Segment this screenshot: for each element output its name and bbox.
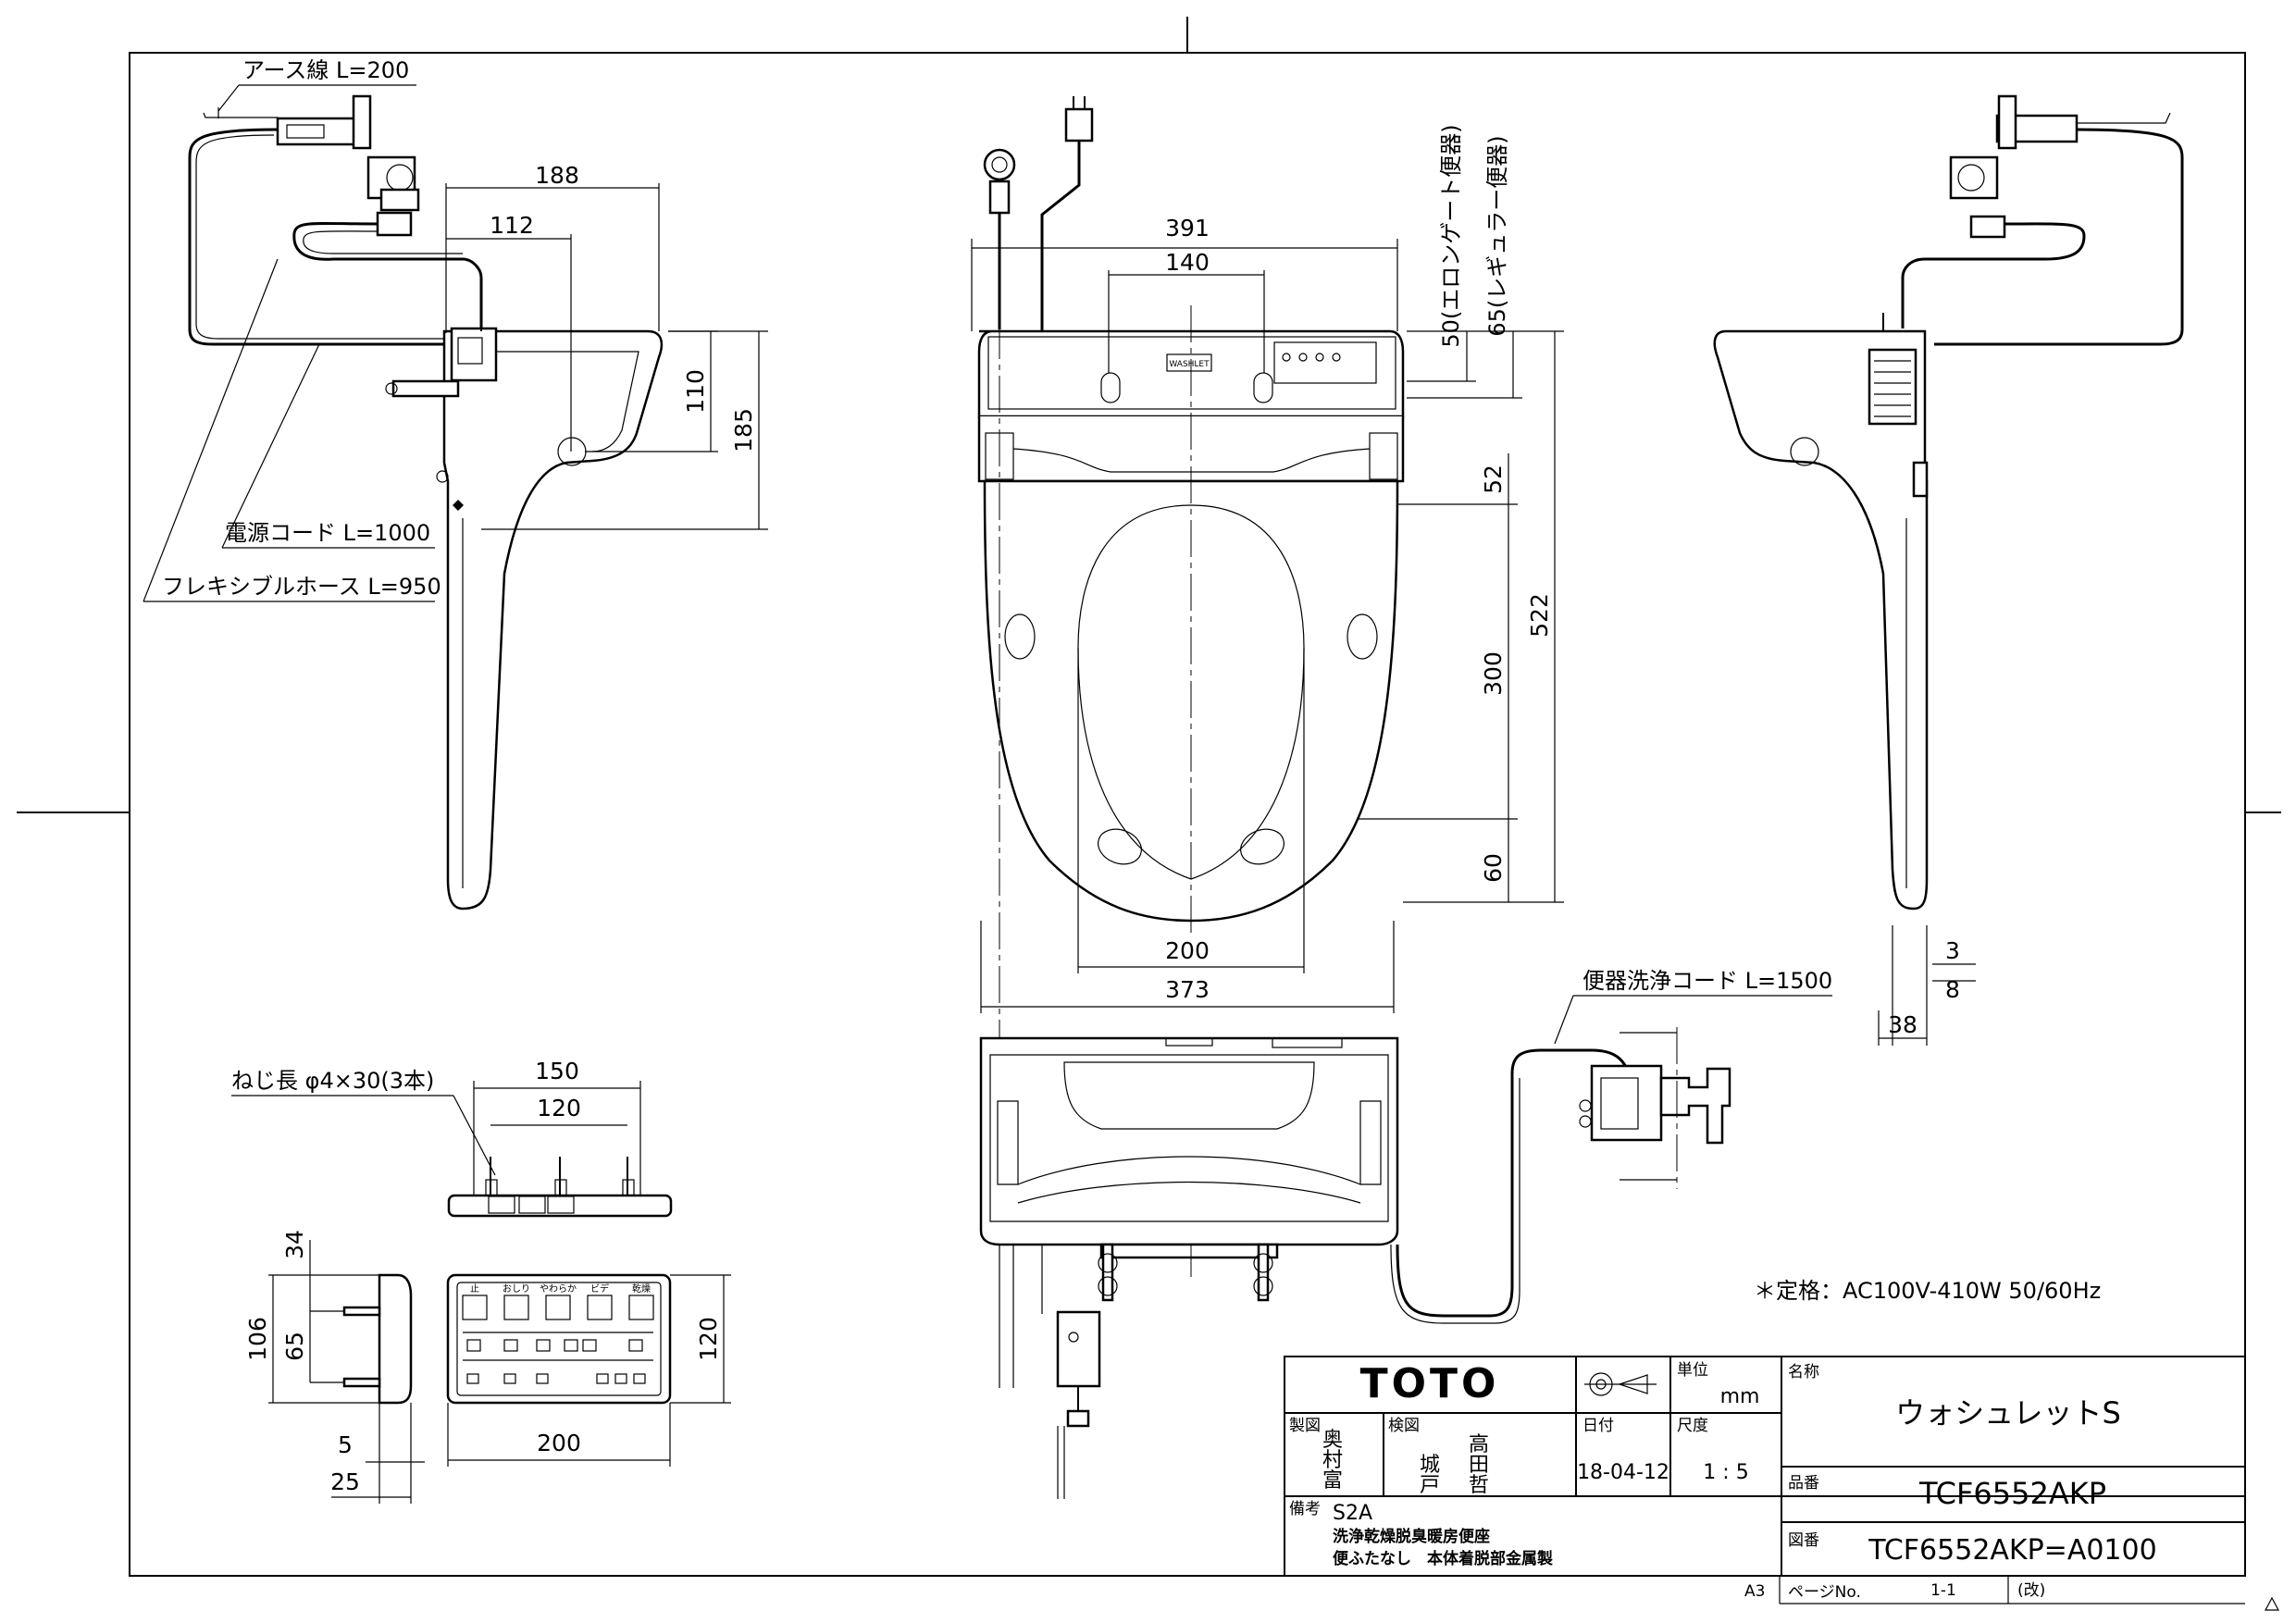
right-side-view (1713, 94, 2184, 911)
toto-logo: TOTO (1360, 1360, 1500, 1407)
dim-188: 188 (535, 162, 579, 189)
page-label: ページNo. (1788, 1583, 1861, 1602)
left-dimensions: 188 112 110 185 (445, 162, 768, 530)
scale-value: 1 : 5 (1703, 1461, 1748, 1484)
drawn-by-3: 富 (1322, 1469, 1343, 1493)
corner-triangle (2264, 1596, 2280, 1611)
unit-label: 単位 (1677, 1361, 1708, 1380)
dim-200: 200 (1165, 937, 1210, 964)
power-cord-label: 電源コード L=1000 (225, 520, 430, 546)
dim-110: 110 (682, 369, 709, 414)
revision: (改) (2017, 1581, 2045, 1600)
dim-200-remote: 200 (537, 1430, 581, 1456)
remote-button-row: 止 おしり やわらか ビデ 乾燥 (462, 1282, 654, 1320)
flexible-hose-label: フレキシブルホース L=950 (162, 574, 441, 600)
flush-cord-assembly: 便器洗浄コード L=1500 (1390, 968, 1832, 1324)
checked-by-2: 城 (1420, 1454, 1440, 1477)
front-elevation (979, 1036, 1399, 1499)
remote-side-view: 34 106 65 5 25 (244, 1230, 425, 1504)
drawn-by-2: 村 (1322, 1449, 1343, 1472)
front-view: WASHLET (977, 96, 1405, 1388)
page-number: 1-1 (1930, 1581, 1956, 1600)
washlet-mark: WASHLET (1169, 360, 1210, 369)
remarks-line-2: 洗浄乾燥脱臭暖房便座 (1333, 1527, 1490, 1546)
dim-5: 5 (338, 1431, 353, 1458)
checked-by-4: 戸 (1420, 1474, 1440, 1497)
part-number: TCF6552AKP (1918, 1476, 2106, 1511)
dim-522: 522 (1526, 593, 1553, 638)
dim-112: 112 (490, 212, 534, 239)
rating-text: ＊定格：AC100V-410W 50/60Hz (1754, 1278, 2101, 1304)
remote-btn-dry: 乾燥 (632, 1282, 651, 1295)
dim-150: 150 (535, 1058, 579, 1084)
dim-34: 34 (281, 1230, 308, 1259)
checked-by-5: 哲 (1469, 1474, 1489, 1497)
remote-bracket: ねじ長 φ4×30(3本) 150 120 (231, 1058, 673, 1218)
checked-by-1: 高 (1469, 1433, 1489, 1456)
checked-label: 検図 (1388, 1417, 1420, 1435)
dim-8: 8 (1945, 976, 1960, 1003)
dim-140: 140 (1165, 249, 1210, 276)
flush-cord-label: 便器洗浄コード L=1500 (1582, 968, 1832, 994)
drawn-label: 製図 (1289, 1417, 1321, 1435)
remote-front-view: 止 おしり やわらか ビデ 乾燥 120 200 (446, 1273, 731, 1467)
projection-symbol (1584, 1372, 1657, 1396)
remarks-line-1: S2A (1333, 1502, 1372, 1525)
dim-25: 25 (330, 1468, 360, 1495)
dim-300: 300 (1480, 651, 1507, 696)
dim-120-remote: 120 (695, 1317, 722, 1361)
dim-185: 185 (730, 408, 757, 452)
right-dimensions: 3 8 38 (1878, 925, 1976, 1046)
remarks-label: 備考 (1289, 1500, 1321, 1518)
unit-value: mm (1720, 1385, 1760, 1408)
dim-3: 3 (1945, 937, 1960, 964)
date-label: 日付 (1582, 1417, 1614, 1435)
drawing-number: TCF6552AKP=A0100 (1868, 1534, 2156, 1567)
name-label: 名称 (1788, 1363, 1819, 1381)
date-value: 18-04-12 (1577, 1461, 1669, 1484)
elongated-note: 50(エロンゲート便器) (1438, 124, 1464, 347)
product-name: ウォシュレットS (1895, 1395, 2121, 1431)
dim-391: 391 (1165, 215, 1210, 242)
earth-wire-label: アース線 L=200 (242, 57, 409, 83)
regular-note: 65(レギュラー便器) (1484, 135, 1510, 336)
drawn-by-1: 奥 (1322, 1429, 1343, 1452)
dim-60: 60 (1480, 853, 1507, 883)
checked-by-3: 田 (1469, 1454, 1489, 1477)
sheet-size: A3 (1744, 1582, 1765, 1601)
remarks-line-3: 便ふたなし 本体着脱部金属製 (1333, 1549, 1553, 1568)
remote-btn-yawaraka: やわらか (540, 1283, 577, 1295)
left-labels: アース線 L=200 電源コード L=1000 フレキシブルホース L=950 (143, 57, 441, 602)
part-label: 品番 (1788, 1474, 1819, 1493)
dim-52: 52 (1480, 465, 1507, 494)
front-dimensions: 391 140 50(エロンゲート便器) 65(レギュラー便器) 52 522 … (971, 124, 1564, 1013)
remote-btn-oshiri: おしり (503, 1283, 530, 1295)
title-block: TOTO 単位 mm 名称 ウォシュレットS 製図 奥 村 富 検図 高 城 田… (1284, 1356, 2246, 1604)
dim-38: 38 (1888, 1011, 1917, 1038)
scale-label: 尺度 (1677, 1417, 1708, 1435)
left-side-view (188, 94, 664, 911)
dim-65: 65 (281, 1332, 308, 1361)
remote-btn-bidet: ビデ (590, 1282, 609, 1295)
remote-btn-stop: 止 (470, 1283, 479, 1295)
drawing-label: 図番 (1788, 1531, 1819, 1550)
dim-106: 106 (244, 1317, 271, 1361)
screw-note: ねじ長 φ4×30(3本) (231, 1068, 434, 1094)
dim-373: 373 (1165, 976, 1210, 1003)
dim-120-bracket: 120 (537, 1095, 581, 1121)
